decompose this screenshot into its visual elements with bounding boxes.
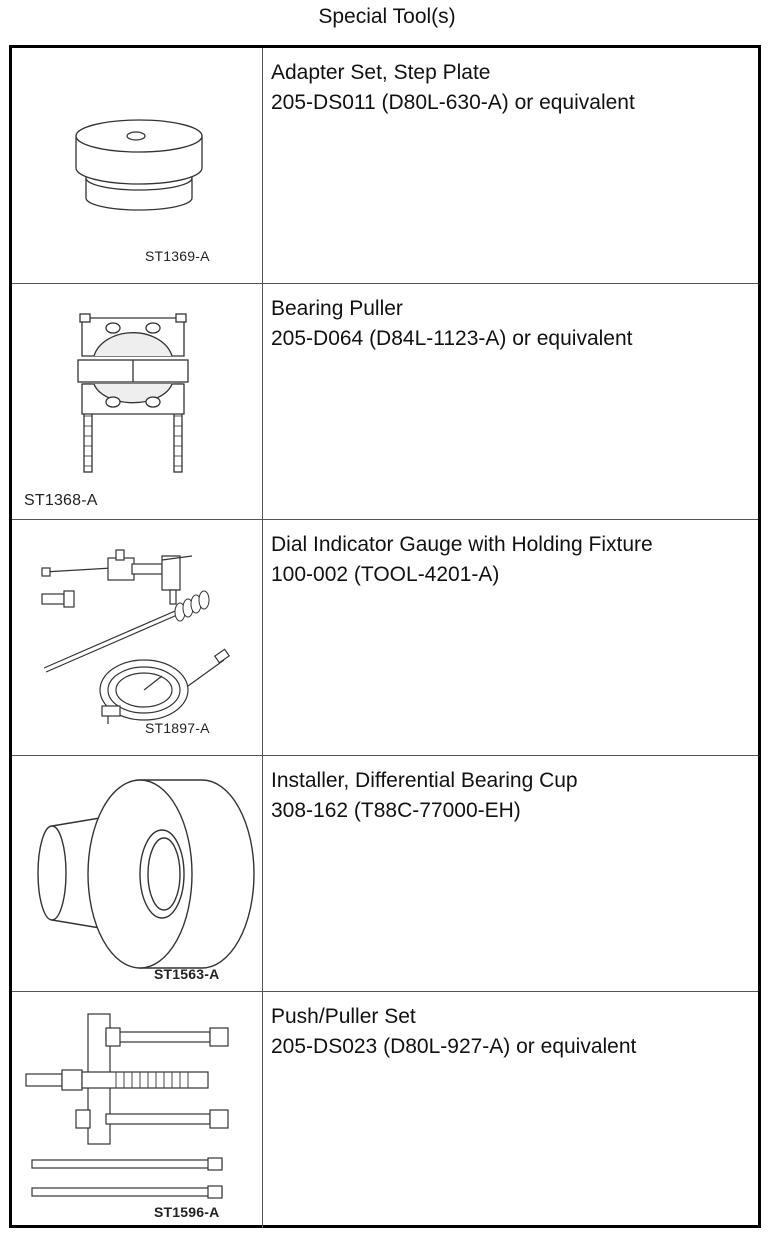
push-puller-set-illustration <box>25 1013 229 1199</box>
step-plate-adapter-illustration <box>75 119 203 211</box>
special-tools-table: ST1369-A Adapter Set, Step Plate 205-DS0… <box>9 45 761 1228</box>
illustration-ref-code: ST1368-A <box>24 492 98 509</box>
tool-number: 308-162 (T88C-77000-EH) <box>271 799 521 822</box>
tool-description: Bearing Puller 205-D064 (D84L-1123-A) or… <box>271 294 751 354</box>
page-title: Special Tool(s) <box>318 5 456 28</box>
tool-name: Bearing Puller <box>271 297 403 320</box>
tool-description: Push/Puller Set 205-DS023 (D80L-927-A) o… <box>271 1002 751 1062</box>
table-row: ST1368-A Bearing Puller 205-D064 (D84L-1… <box>12 284 758 520</box>
illustration-ref-code: ST1596-A <box>154 1204 220 1220</box>
tool-description: Installer, Differential Bearing Cup 308-… <box>271 766 751 826</box>
bearing-puller-illustration <box>77 313 189 473</box>
tool-number: 100-002 (TOOL-4201-A) <box>271 563 500 586</box>
illustration-ref-code: ST1563-A <box>154 966 220 982</box>
illustration-ref-code: ST1897-A <box>145 720 210 736</box>
table-row: ST1563-A Installer, Differential Bearing… <box>12 756 758 992</box>
tool-name: Dial Indicator Gauge with Holding Fixtur… <box>271 533 653 556</box>
table-row: ST1897-A Dial Indicator Gauge with Holdi… <box>12 520 758 756</box>
tool-number: 205-DS011 (D80L-630-A) or equivalent <box>271 91 635 114</box>
dial-indicator-illustration <box>41 549 231 724</box>
illustration-cell: ST1368-A <box>12 284 263 519</box>
illustration-cell: ST1897-A <box>12 520 263 755</box>
tool-name: Push/Puller Set <box>271 1005 416 1028</box>
illustration-cell: ST1596-A <box>12 992 263 1228</box>
illustration-cell: ST1369-A <box>12 48 263 283</box>
illustration-ref-code: ST1369-A <box>145 248 210 264</box>
table-row: ST1369-A Adapter Set, Step Plate 205-DS0… <box>12 48 758 284</box>
tool-number: 205-DS023 (D80L-927-A) or equivalent <box>271 1035 637 1058</box>
table-row: ST1596-A Push/Puller Set 205-DS023 (D80L… <box>12 992 758 1228</box>
bearing-cup-installer-illustration <box>37 779 255 969</box>
tool-number: 205-D064 (D84L-1123-A) or equivalent <box>271 327 633 350</box>
tool-name: Adapter Set, Step Plate <box>271 61 491 84</box>
tool-name: Installer, Differential Bearing Cup <box>271 769 578 792</box>
illustration-cell: ST1563-A <box>12 756 263 991</box>
tool-description: Dial Indicator Gauge with Holding Fixtur… <box>271 530 751 590</box>
tool-description: Adapter Set, Step Plate 205-DS011 (D80L-… <box>271 58 751 118</box>
